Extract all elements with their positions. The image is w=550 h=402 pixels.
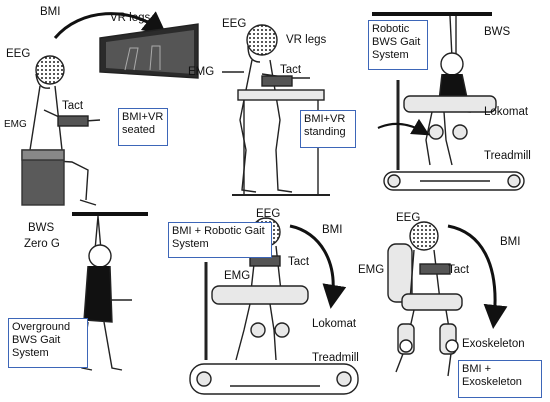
label-bmi: BMI [322, 224, 343, 236]
label-tact: Tact [62, 100, 84, 112]
standing-table [237, 89, 325, 101]
label-exoskeleton: Exoskeleton [462, 338, 525, 350]
label-tact: Tact [288, 256, 310, 268]
tact-device [57, 115, 89, 127]
label-emg: EMG [188, 66, 215, 78]
label-emg: EMG [358, 264, 385, 276]
bmi-arrow [289, 224, 347, 309]
label-bws: BWS [484, 26, 511, 38]
lokomat-frame [403, 95, 497, 113]
bmi-arrow [447, 224, 508, 329]
panel-exoskeleton [387, 221, 508, 377]
label-lokomat: Lokomat [312, 318, 357, 330]
label-zero-g: Zero G [24, 238, 60, 250]
tact-device [419, 263, 451, 275]
panel-overground [72, 212, 148, 371]
eeg-cap [409, 221, 439, 251]
treadmill [189, 363, 359, 395]
eeg-cap [35, 55, 65, 85]
panel-standing [222, 24, 330, 196]
label-vr-legs: VR legs [110, 12, 151, 24]
caption-bmi-vr-seated: BMI+VR seated [118, 108, 168, 146]
caption-robotic-bws: Robotic BWS Gait System [368, 20, 428, 70]
label-tact: Tact [448, 264, 470, 276]
label-tact: Tact [280, 64, 302, 76]
label-bmi: BMI [40, 6, 61, 18]
panel-robotic-bws [372, 12, 525, 191]
label-treadmill: Treadmill [484, 150, 531, 162]
caption-bmi-robotic: BMI + Robotic Gait System [168, 222, 272, 258]
tact-device [261, 75, 293, 87]
label-eeg: EEG [256, 208, 281, 220]
label-emg: EMG [224, 270, 251, 282]
caption-bmi-vr-standing: BMI+VR standing [300, 110, 356, 148]
label-lokomat: Lokomat [484, 106, 529, 118]
eeg-cap [246, 24, 278, 56]
label-eeg: EEG [222, 18, 247, 30]
label-bws: BWS [28, 222, 55, 234]
label-emg: EMG [4, 119, 27, 130]
label-eeg: EEG [396, 212, 421, 224]
label-treadmill: Treadmill [312, 352, 359, 364]
caption-overground-bws: Overground BWS Gait System [8, 318, 88, 368]
label-eeg: EEG [6, 48, 31, 60]
panel-seated [21, 11, 199, 206]
lokomat-frame [211, 285, 309, 305]
label-bmi: BMI [500, 236, 521, 248]
caption-bmi-exoskeleton: BMI + Exoskeleton [458, 360, 542, 398]
label-vr-legs: VR legs [286, 34, 327, 46]
bmi-arrow [53, 11, 168, 39]
